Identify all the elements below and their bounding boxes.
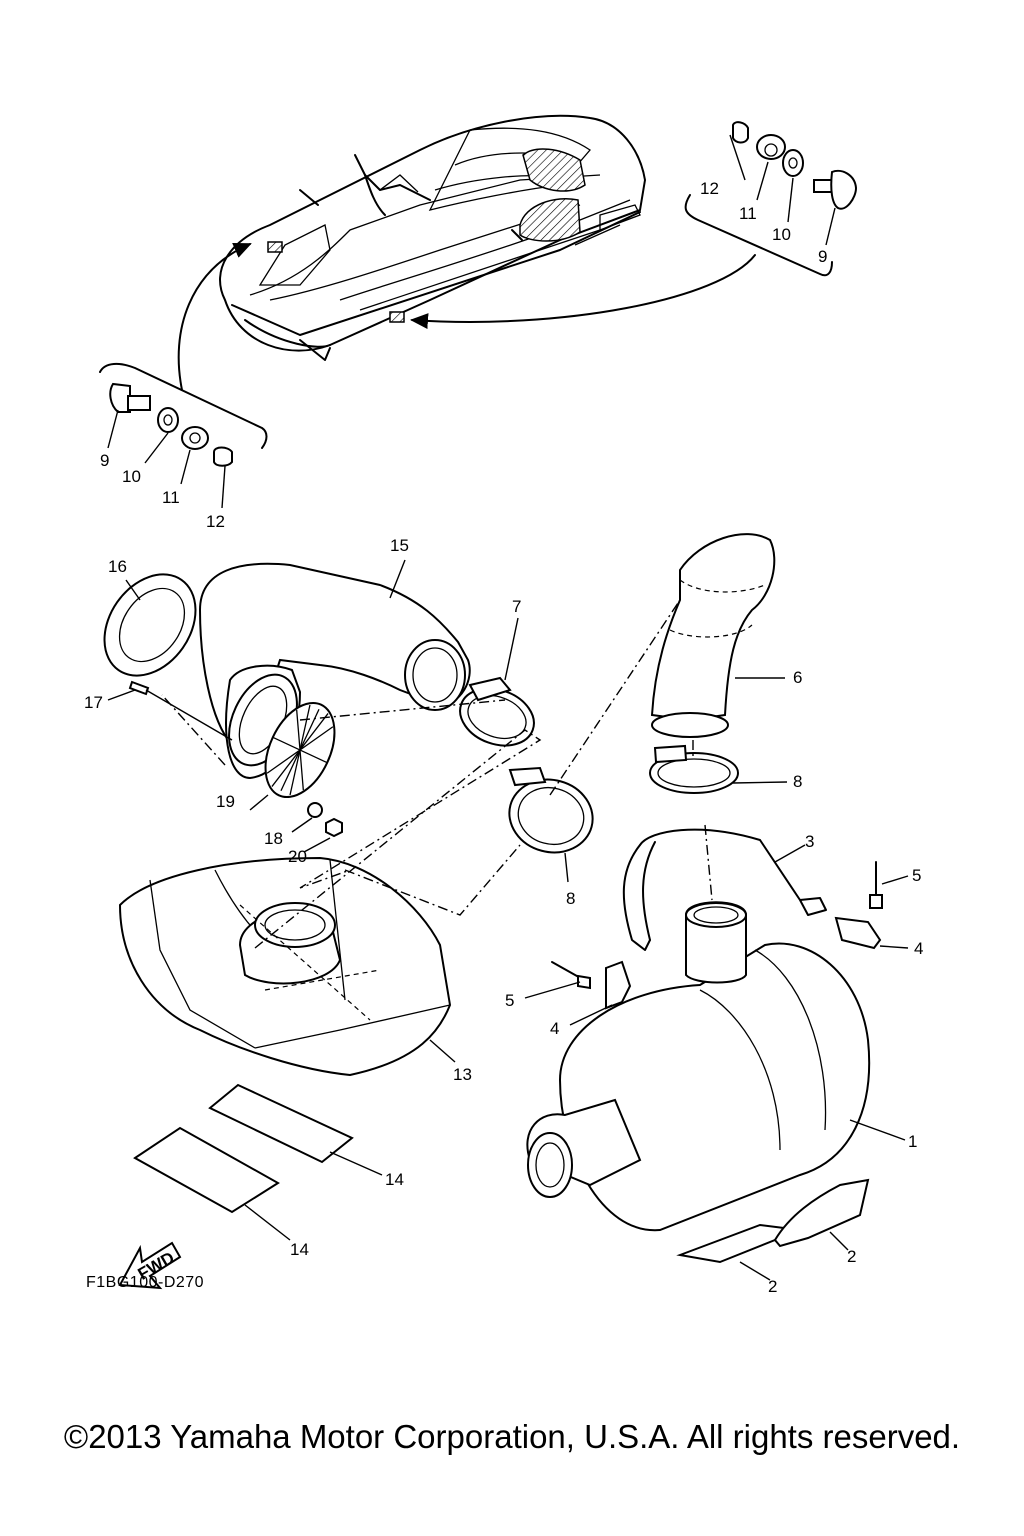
- front-drain-plug-icon: [267, 241, 283, 253]
- diagram-code: F1BG100-D270: [86, 1274, 205, 1291]
- callout-12-left: 12: [206, 512, 225, 531]
- watercraft-illustration: [219, 114, 647, 361]
- callout-10-right: 10: [772, 225, 791, 244]
- callout-15: 15: [390, 536, 409, 555]
- left-plug-parts: [109, 382, 233, 467]
- gasket-19-icon: [264, 701, 336, 799]
- callout-17: 17: [84, 693, 103, 712]
- left-group-bracket: [99, 362, 268, 449]
- callout-14-lower: 14: [290, 1240, 309, 1259]
- leader-lines: [107, 134, 909, 1281]
- callout-2-lower: 2: [768, 1277, 777, 1296]
- bracket-4-left-icon: [605, 960, 632, 1010]
- flange-16-icon: [103, 573, 197, 677]
- callout-3: 3: [805, 832, 814, 851]
- callout-10-left: 10: [122, 467, 141, 486]
- callout-6: 6: [793, 668, 802, 687]
- nut-20-icon: [325, 817, 343, 838]
- centerline-stud: [161, 694, 226, 766]
- callout-18: 18: [264, 829, 283, 848]
- washer-18-icon: [307, 802, 323, 818]
- callout-9-right: 9: [818, 247, 827, 266]
- callout-12-right: 12: [700, 179, 719, 198]
- callout-4-right: 4: [914, 939, 923, 958]
- callout-13: 13: [453, 1065, 472, 1084]
- callout-4-left: 4: [550, 1019, 559, 1038]
- callout-7: 7: [512, 597, 521, 616]
- right-plug-parts: [732, 121, 858, 210]
- exhaust-chamber-13: [118, 856, 452, 1077]
- exhaust-pipe-assembly: [103, 562, 471, 838]
- stud-17-icon: [128, 680, 150, 696]
- callout-16: 16: [108, 557, 127, 576]
- front-location-arrow: [177, 243, 252, 391]
- callout-11-left: 11: [162, 488, 180, 507]
- copyright-notice: ©2013 Yamaha Motor Corporation, U.S.A. A…: [63, 1418, 961, 1455]
- callout-labels: 12 11 10 9 9 10 11 12 15 16 17 7 6 8 19 …: [84, 179, 923, 1296]
- muffler-strap-parts: [551, 828, 883, 1010]
- side-location-arrow: [410, 254, 756, 330]
- callout-1: 1: [908, 1132, 917, 1151]
- callout-5-right: 5: [912, 866, 921, 885]
- side-drain-plug-icon: [389, 311, 405, 323]
- chamber-pads-14: [133, 1083, 354, 1214]
- callout-9-left: 9: [100, 451, 109, 470]
- callout-19: 19: [216, 792, 235, 811]
- callout-11-right: 11: [739, 204, 757, 223]
- right-group-bracket: [684, 194, 833, 277]
- callout-20: 20: [288, 847, 307, 866]
- callout-8-lower: 8: [566, 889, 575, 908]
- clip-12-icon: [732, 121, 749, 144]
- callout-8-right: 8: [793, 772, 802, 791]
- callout-2-right: 2: [847, 1247, 856, 1266]
- fwd-direction-arrow-icon: FWD: [118, 1241, 182, 1290]
- callout-5-left: 5: [505, 991, 514, 1010]
- bracket-4-right-icon: [834, 916, 882, 950]
- pad-2-b-icon: [773, 1178, 870, 1248]
- callout-14-upper: 14: [385, 1170, 404, 1189]
- exhaust-hose-6: [650, 533, 776, 738]
- muffler-1: [526, 901, 871, 1264]
- hose-clamps: [459, 676, 739, 854]
